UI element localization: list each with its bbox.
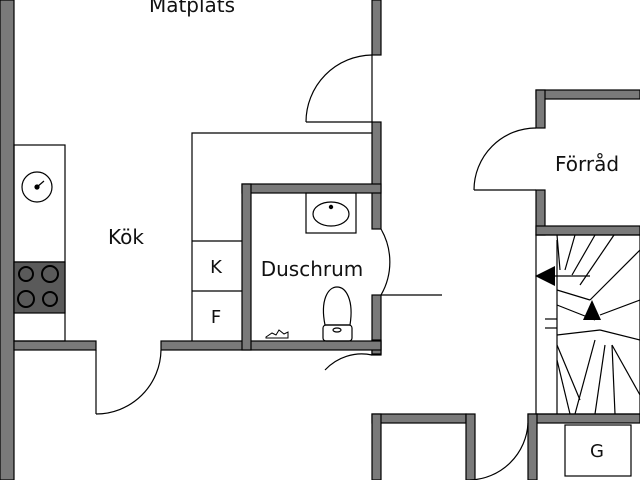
door-corridor-lower	[324, 353, 373, 371]
wall-store-top	[535, 89, 640, 100]
stove-icon	[13, 261, 66, 314]
wall-bath-top	[241, 183, 382, 194]
room-label-matplats: Matplats	[149, 0, 235, 17]
g-cabinet	[564, 424, 632, 477]
wall-lower-v1	[371, 413, 382, 480]
toilet-icon	[322, 286, 353, 342]
fixture-label-f: F	[211, 307, 221, 328]
wall-lower-right-h	[527, 413, 640, 424]
wall-kitchen-bottom-left	[13, 340, 97, 351]
door-lower-right	[469, 422, 529, 480]
stairs	[535, 234, 640, 415]
drain-icon	[265, 329, 289, 339]
stair-arrow-up-icon	[583, 300, 601, 320]
fixture-label-g: G	[590, 441, 604, 462]
door-forrad	[473, 127, 537, 191]
bath-sink-icon	[305, 192, 357, 234]
wall-top-right-vertical	[371, 0, 382, 56]
wall-store-bottom	[535, 225, 640, 236]
wall-store-left	[535, 89, 546, 129]
wall-center-vertical	[371, 121, 382, 230]
wall-kitchen-bottom-right	[160, 340, 382, 351]
wall-lower-v2	[465, 413, 476, 480]
wall-lower-v3	[527, 413, 538, 480]
counter-outline	[13, 144, 66, 342]
room-label-kok: Kök	[108, 225, 144, 249]
fixture-label-k: K	[210, 257, 223, 278]
door-matplats	[305, 54, 373, 123]
door-kok	[95, 349, 162, 415]
wall-bath-left	[241, 183, 252, 351]
wall-lower-center-h	[371, 413, 467, 424]
room-label-duschrum: Duschrum	[261, 257, 364, 281]
wall-center-vertical-lower	[371, 294, 382, 356]
door-duschrum	[380, 228, 442, 296]
kitchen-sink-icon	[21, 171, 53, 203]
stair-arrow-left-icon	[535, 266, 590, 286]
room-label-forrad: Förråd	[555, 152, 619, 176]
cabinet-outline	[191, 132, 372, 341]
wall-left-outer	[0, 0, 15, 480]
doors	[95, 54, 537, 480]
